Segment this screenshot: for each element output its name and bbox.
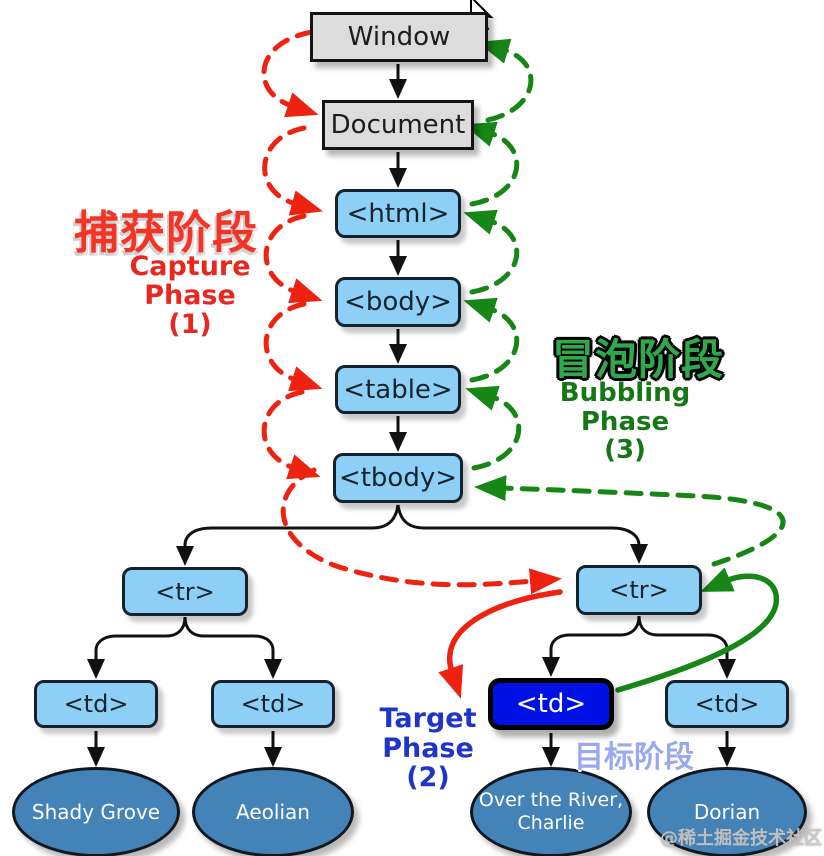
capture-arc-body-table <box>263 301 323 392</box>
node-td-2: <td> <box>211 680 335 728</box>
bubble-arc-table-body <box>463 297 520 383</box>
capture-phase-arrows <box>261 29 562 595</box>
edge-trright-tdtarget <box>542 615 641 677</box>
capture-arc-html-body <box>263 213 323 304</box>
capture-arc-table-tbody <box>261 389 321 480</box>
capture-arc-document-html <box>262 125 324 216</box>
bubble-arc-tbody-table <box>465 385 522 471</box>
target-phase-label-en: Target Phase (2) <box>379 703 477 794</box>
capture-phase-label-en: Capture Phase (1) <box>129 251 251 341</box>
node-html: <html> <box>335 189 461 238</box>
bubble-arc-body-html <box>463 209 520 295</box>
capture-arc-window-document <box>261 29 319 118</box>
bubble-arc-document-window <box>477 38 534 123</box>
bubbling-phase-label-zh: 冒泡阶段 <box>552 335 725 384</box>
edge-trleft-td2 <box>183 616 282 679</box>
leaf-shady-grove: Shady Grove <box>12 767 180 856</box>
bubble-arrow-tdtarget-tr <box>615 567 780 693</box>
node-document: Document <box>322 100 474 150</box>
node-body: <body> <box>335 277 461 327</box>
tree-connectors <box>87 64 736 767</box>
bubble-arc-html-document <box>463 121 520 207</box>
capture-phase-label-zh: 捕获阶段 <box>74 206 259 259</box>
edge-trright-td3 <box>637 615 736 679</box>
bubbling-phase-arrows <box>463 38 786 567</box>
node-td-1: <td> <box>34 680 158 728</box>
node-tbody: <tbody> <box>333 453 463 503</box>
node-td-3: <td> <box>665 680 789 728</box>
node-window: Window <box>310 12 488 62</box>
node-td-target: <td> <box>488 678 614 730</box>
leaf-aeolian: Aeolian <box>192 767 354 856</box>
leaf-dorian: Dorian <box>647 767 807 856</box>
node-tr-left: <tr> <box>122 567 248 616</box>
leaf-over-the-river: Over the River, Charlie <box>470 767 632 856</box>
node-tr-right: <tr> <box>576 565 702 615</box>
bubbling-phase-label-en: Bubbling Phase (3) <box>559 378 691 466</box>
node-table: <table> <box>335 365 461 414</box>
watermark: @稀土掘金技术社区 <box>660 828 822 849</box>
target-phase-label-zh: 目标阶段 <box>574 740 694 775</box>
edge-trleft-td1 <box>87 616 187 679</box>
bubble-arc-tr-tbody <box>474 475 786 567</box>
edge-tbody-trleft <box>176 504 400 566</box>
capture-arrow-tr-tdtarget <box>438 589 563 699</box>
edge-tbody-trright <box>396 504 648 564</box>
capture-arc-tbody-tr <box>280 467 562 595</box>
